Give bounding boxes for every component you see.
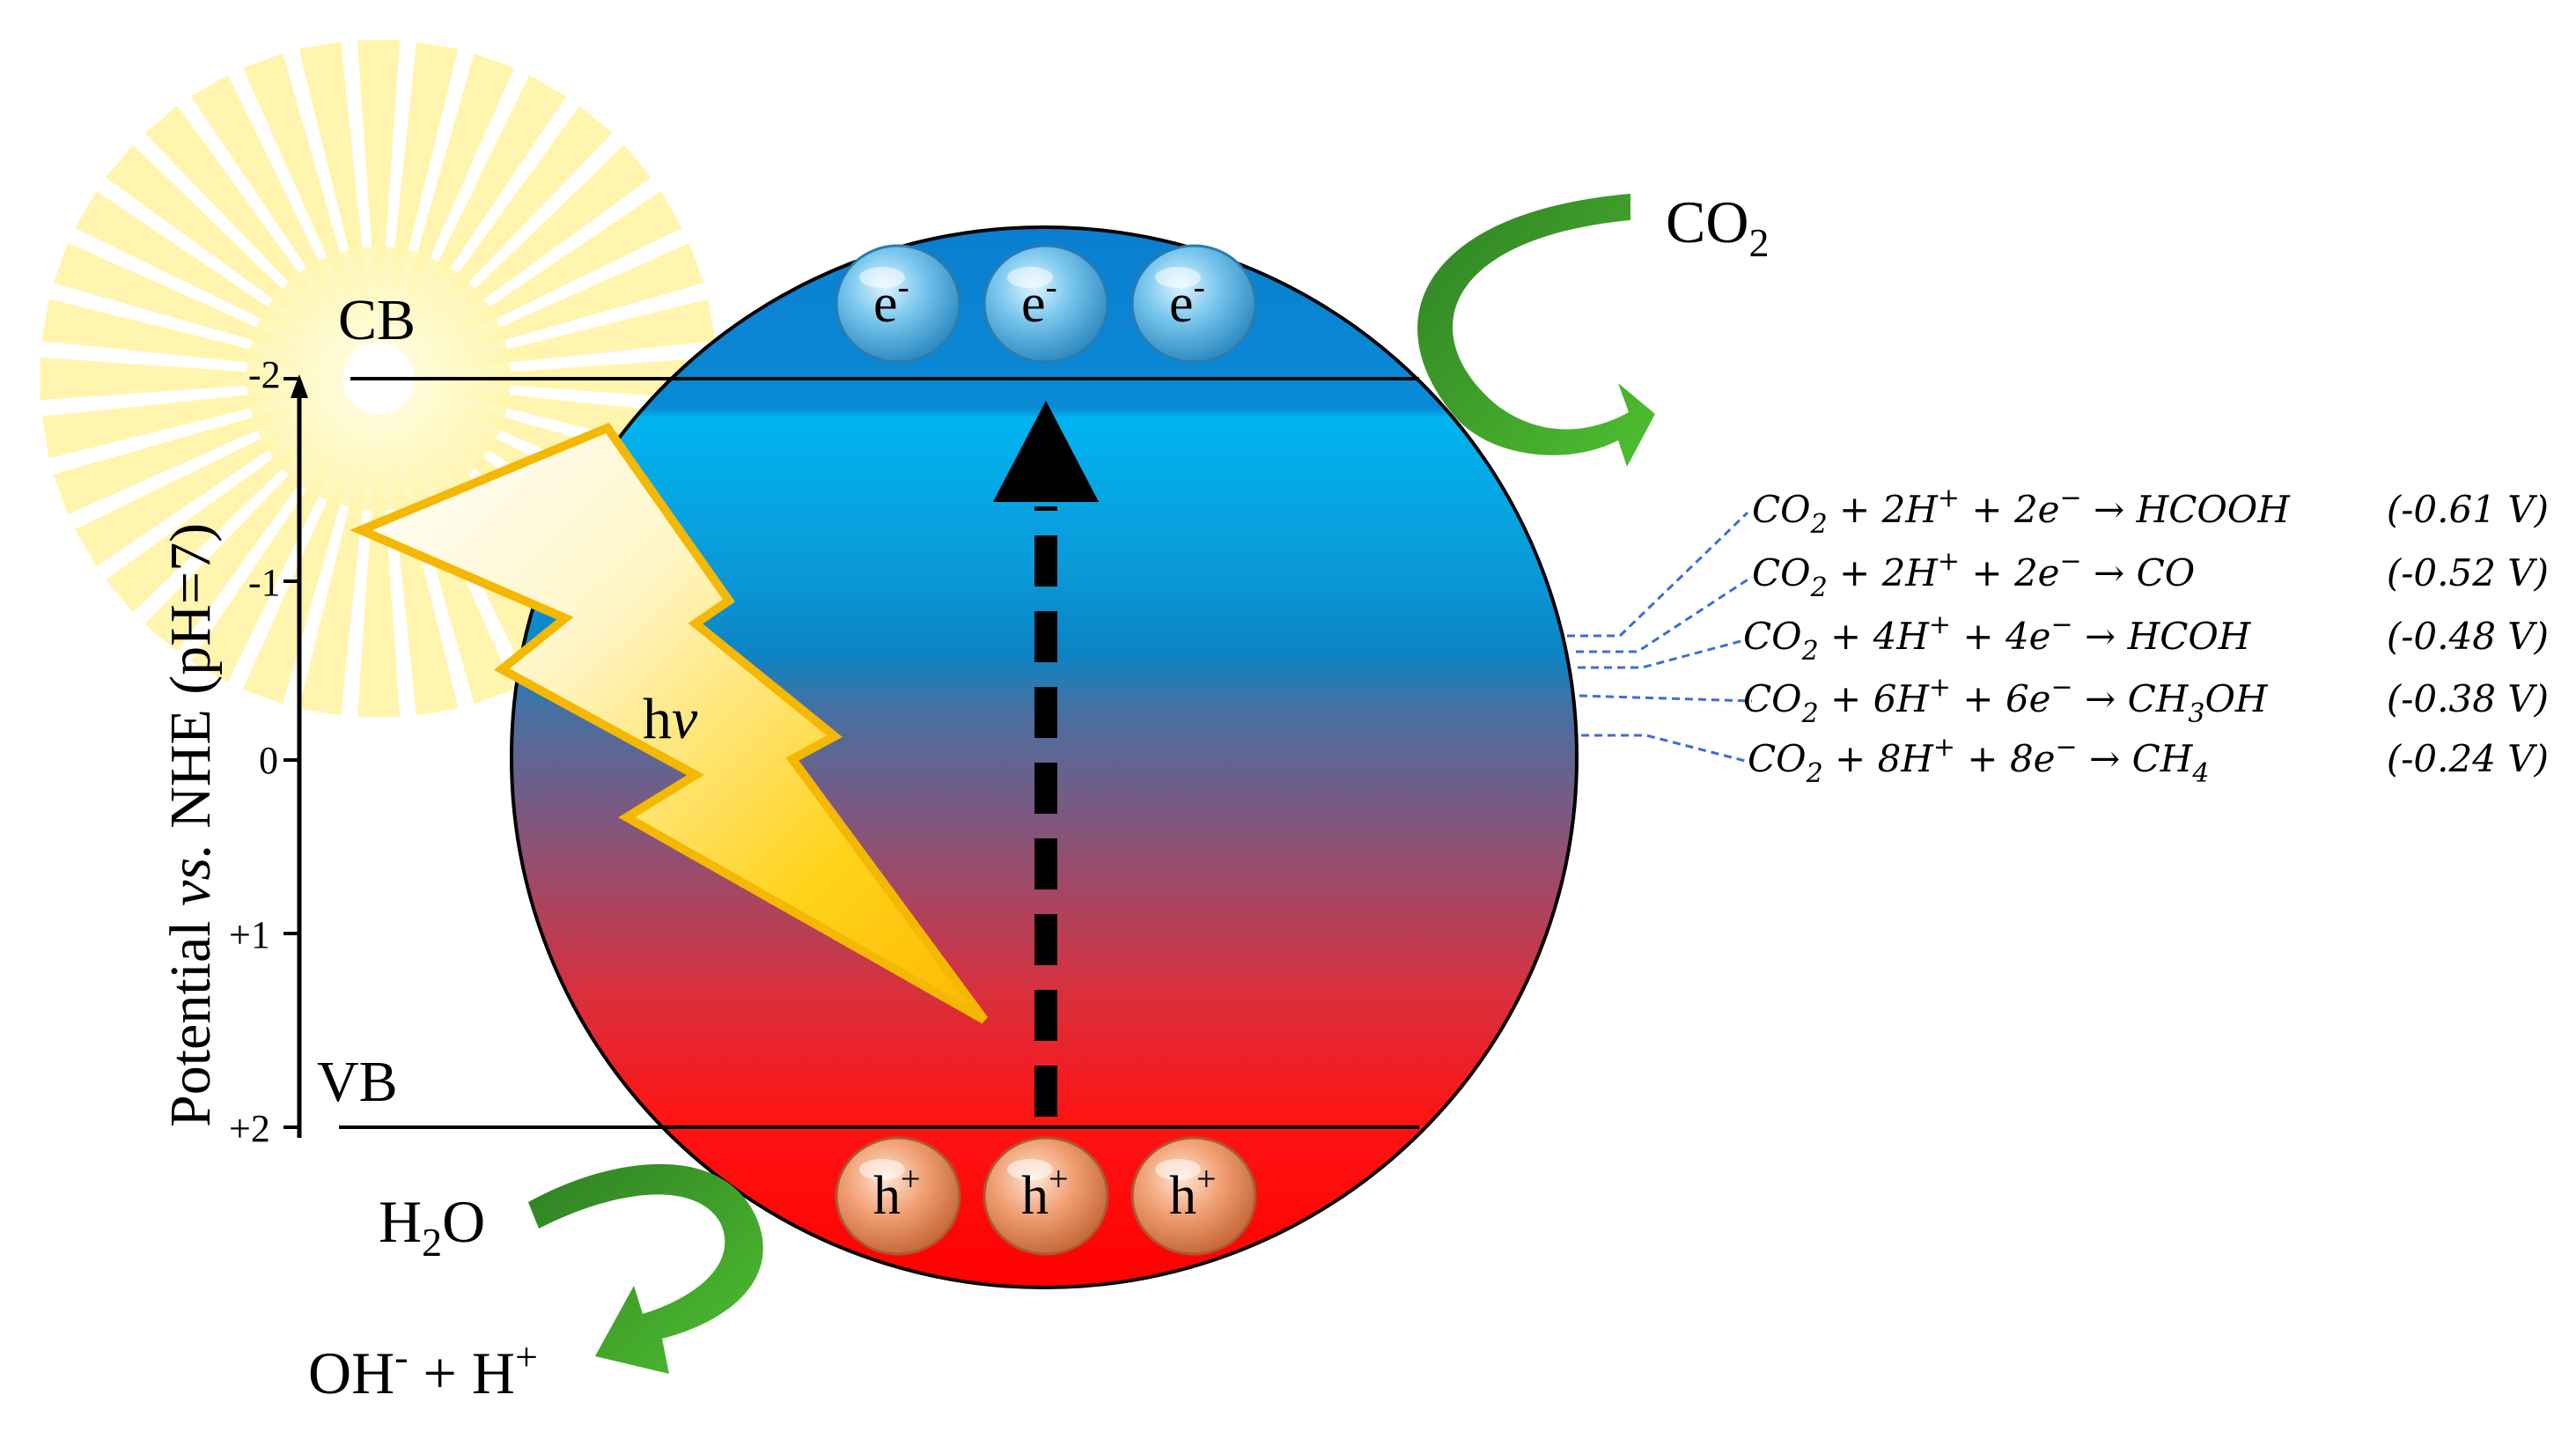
reaction-row: CO2 + 4H+ + 4e− → HCOH (-0.48 V) xyxy=(1743,609,2549,667)
axis-tick-minus1: -1 xyxy=(248,561,281,604)
electron-label: e- xyxy=(1021,267,1057,334)
excitation-arrow xyxy=(993,401,1099,1117)
reaction-equation: CO2 + 4H+ + 4e− → HCOH xyxy=(1743,609,2252,667)
reaction-row: CO2 + 8H+ + 8e− → CH4 (-0.24 V) xyxy=(1748,732,2549,789)
electron-label: e- xyxy=(873,267,909,334)
electron: e- xyxy=(1130,244,1257,364)
co2-reduction-arrow-icon xyxy=(1417,194,1655,467)
hole-label: h+ xyxy=(873,1159,921,1226)
electron: e- xyxy=(983,244,1109,364)
electron-group: e-e-e- xyxy=(835,244,1257,364)
reaction-list: CO2 + 2H+ + 2e− → HCOOH(-0.61 V)CO2 + 2H… xyxy=(1743,483,2549,789)
reaction-potential: (-0.48 V) xyxy=(2387,615,2549,658)
reaction-equation: CO2 + 8H+ + 8e− → CH4 xyxy=(1748,732,2209,789)
axis-tick-0: 0 xyxy=(259,739,278,782)
electron: e- xyxy=(835,244,961,364)
hole-group: h+ h+ h+ xyxy=(835,1136,1257,1256)
axis-tick-plus1: +1 xyxy=(229,913,270,956)
reaction-row: CO2 + 2H+ + 2e− → CO (-0.52 V) xyxy=(1752,546,2549,603)
products-label: OH- + H+ xyxy=(308,1334,538,1406)
hole-label: h+ xyxy=(1169,1159,1217,1226)
reaction-potential: (-0.24 V) xyxy=(2387,737,2549,780)
co2-label: CO2 xyxy=(1666,188,1769,265)
reaction-potential: (-0.61 V) xyxy=(2387,488,2549,531)
lightning-bolt-icon: hv xyxy=(350,422,989,1024)
hole-label: h+ xyxy=(1021,1159,1069,1226)
potential-axis: -2 -1 0 +1 +2 Potential vs. NHE (pH=7) xyxy=(158,353,308,1150)
semiconductor-sphere xyxy=(510,225,1579,1289)
water-oxidation-arrow-icon xyxy=(528,1163,763,1374)
sun-ray xyxy=(357,40,401,343)
electron-label: e- xyxy=(1169,267,1205,334)
h2o-label: H2O xyxy=(379,1188,485,1265)
reaction-potential: (-0.38 V) xyxy=(2387,677,2549,720)
hole: h+ xyxy=(835,1136,961,1256)
reaction-row: CO2 + 2H+ + 2e− → HCOOH (-0.61 V) xyxy=(1752,483,2549,540)
reaction-leader-lines xyxy=(1567,511,1753,764)
reaction-equation: CO2 + 6H+ + 6e− → CH3OH xyxy=(1743,672,2269,729)
reaction-equation: CO2 + 2H+ + 2e− → CO xyxy=(1752,546,2195,603)
vb-label: VB xyxy=(317,1050,398,1114)
reaction-row: CO2 + 6H+ + 6e− → CH3OH (-0.38 V) xyxy=(1743,672,2549,729)
sun-ray xyxy=(40,357,343,401)
hole: h+ xyxy=(1130,1136,1257,1256)
hole: h+ xyxy=(983,1136,1109,1256)
axis-tick-minus2: -2 xyxy=(248,353,281,396)
reaction-potential: (-0.52 V) xyxy=(2387,551,2549,594)
photon-label: hv xyxy=(643,687,698,751)
reaction-equation: CO2 + 2H+ + 2e− → HCOOH xyxy=(1752,483,2291,540)
sun-ray xyxy=(357,414,401,718)
axis-tick-plus2: +2 xyxy=(229,1107,270,1150)
cb-label: CB xyxy=(338,288,416,352)
axis-label: Potential vs. NHE (pH=7) xyxy=(158,523,223,1127)
